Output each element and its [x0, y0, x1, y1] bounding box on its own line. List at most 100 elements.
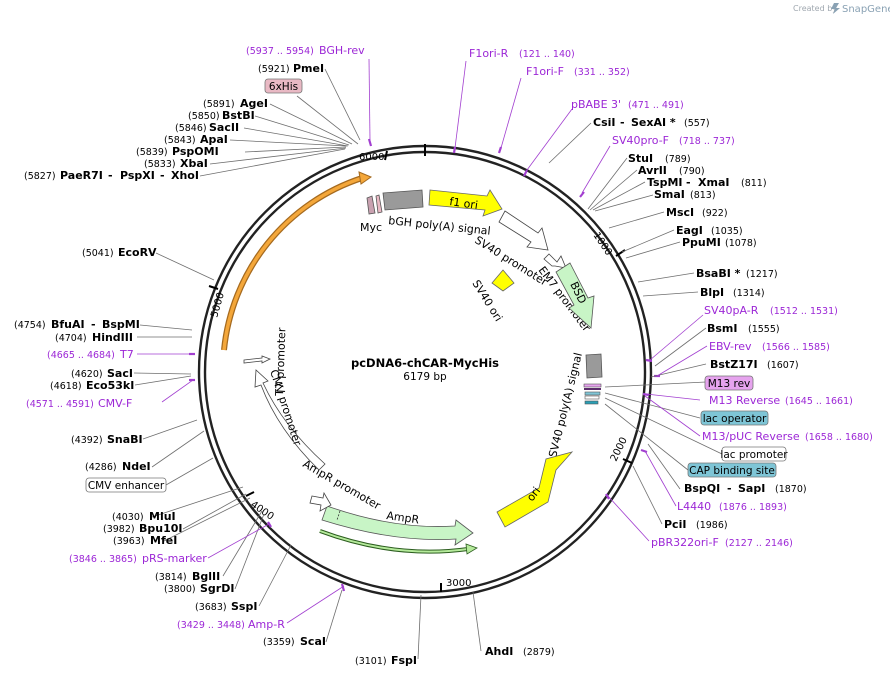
- leader-pbabe3: [526, 108, 573, 171]
- site-mfei-name: MfeI: [150, 534, 177, 547]
- site-bstz17i-name: BstZ17I: [710, 358, 758, 371]
- primer-mark-bgh-rev: [367, 138, 373, 147]
- leader-eagi: [621, 229, 675, 253]
- primer-sv40pa-r-name: SV40pA-R: [704, 304, 759, 317]
- badge-lac-operator: lac operator: [700, 410, 769, 426]
- site-bfuai-name: BfuAI: [51, 318, 85, 331]
- leader-bspqi: [647, 443, 681, 490]
- site-ahdi-pos: (2879): [523, 647, 555, 658]
- badge-6xhis-box: [264, 78, 303, 94]
- site-sapi-name: SapI: [738, 482, 765, 495]
- leader-ahdi: [472, 591, 482, 652]
- leader-xbai: [209, 147, 347, 165]
- site-bsabi-pos: (1217): [746, 269, 778, 280]
- leader-l4440: [644, 450, 677, 507]
- leader-pspomi: [244, 146, 347, 153]
- site-pcii-pos: (1986): [696, 520, 728, 531]
- primer-f1ori-f-pos: (331 .. 352): [574, 67, 630, 78]
- site-bglii-pos: (3814): [155, 572, 187, 583]
- site-mfei-pos: (3963): [113, 536, 145, 547]
- t7-promoter-feature: [243, 355, 271, 364]
- site-eagi-pos: (1035): [711, 226, 743, 237]
- leader-ndei: [151, 430, 205, 468]
- site-xbai-pos: (5833): [144, 159, 176, 170]
- leader-avrii: [589, 169, 638, 211]
- site-paer7i-pos: (5827): [24, 171, 56, 182]
- primer-sv40pa-r-pos: (1512 .. 1531): [770, 306, 838, 317]
- site-pspomi-name: PspOMI: [172, 145, 219, 158]
- badge-cap-binding-site: CAP binding site: [687, 462, 777, 478]
- leader-agei: [269, 103, 353, 145]
- site-pmei-name: PmeI: [293, 62, 324, 75]
- snapgene-logo-icon: [831, 3, 840, 14]
- site-avrii-pos: (790): [679, 166, 705, 177]
- site-ndei-name: NdeI: [122, 460, 151, 473]
- site-xmai-name: XmaI: [698, 176, 729, 189]
- badge-m13-rev-text: M13 rev: [708, 378, 751, 390]
- leader-pbr322ori-f: [607, 495, 650, 542]
- bgh-polya-label: bGH poly(A) signal: [388, 214, 491, 238]
- leader-blpi: [642, 291, 699, 297]
- primer-pbabe3-name: pBABE 3': [571, 98, 621, 111]
- site-ppumi-pos: (1078): [725, 238, 757, 249]
- leader-apai: [229, 139, 348, 147]
- tick-5000: [208, 285, 219, 290]
- leader-ecorv: [155, 252, 215, 281]
- site-bglii-name: BglII: [192, 570, 220, 583]
- site-scai-name: ScaI: [300, 635, 326, 648]
- site-pmei-pos: (5921): [258, 64, 290, 75]
- ori-feature: [496, 451, 574, 528]
- site-snabi-pos: (4392): [71, 435, 103, 446]
- leader-csii: [548, 122, 592, 164]
- primer-t7-name: T7: [119, 348, 134, 361]
- leader-6xhis: [296, 95, 359, 145]
- leader-sacii: [243, 127, 349, 147]
- site-ecorv-name: EcoRV: [118, 246, 157, 259]
- leader-lac-operator: [604, 392, 701, 419]
- ampr-feature: [321, 505, 474, 546]
- badge-cap-binding-site-box: [687, 462, 777, 478]
- site-sapi-dash: -: [727, 482, 732, 495]
- site-bstbi-pos: (5850): [188, 111, 220, 122]
- ampr-green-arc-arrowhead: [465, 543, 478, 555]
- primer-t7-pos: (4665 .. 4684): [47, 350, 115, 361]
- site-apai-name: ApaI: [200, 133, 228, 146]
- em7-promoter-feature: [543, 253, 567, 269]
- site-xmai-dash: -: [686, 176, 691, 189]
- badge-lac-promoter-box: [721, 446, 787, 462]
- site-agei-name: AgeI: [240, 97, 268, 110]
- site-csii-name: CsiI: [593, 116, 615, 129]
- primer-pbr322ori-f-name: pBR322ori-F: [651, 536, 719, 549]
- site-scai-pos: (3359): [263, 637, 295, 648]
- tick-2000: [622, 458, 633, 464]
- site-bspqi-name: BspQI: [684, 482, 720, 495]
- bgh-polya-feature: [382, 189, 424, 211]
- site-hindiii-name: HindIII: [92, 331, 133, 344]
- primer-prs-marker-name: pRS-marker: [142, 552, 207, 565]
- leader-prs-marker: [207, 523, 270, 559]
- primer-f1ori-r-pos: (121 .. 140): [519, 49, 575, 60]
- primer-mark-f1ori-r: [452, 146, 457, 154]
- ampr-promoter-feature: [309, 491, 332, 512]
- ampr-dotted-marker: [336, 510, 341, 521]
- site-ahdi-name: AhdI: [485, 645, 513, 658]
- primer-cmv-f-pos: (4571 .. 4591): [26, 399, 94, 410]
- site-eco53ki-pos: (4618): [50, 381, 82, 392]
- leader-bglii: [222, 510, 263, 577]
- leader-bstz17i: [650, 363, 707, 378]
- site-stui-name: StuI: [628, 152, 653, 165]
- ampr-label: AmpR: [386, 509, 421, 526]
- site-ecorv-pos: (5041): [82, 248, 114, 259]
- leader-xhoi: [199, 148, 346, 177]
- f1-ori-label: f1 ori: [449, 195, 479, 212]
- m13-pair-feature: [584, 388, 601, 390]
- primer-labels: (5937 .. 5954) BGH-rev F1ori-R (121 .. 1…: [26, 44, 873, 631]
- site-bpu10i-name: Bpu10I: [139, 522, 183, 535]
- site-apai-pos: (5843): [164, 135, 196, 146]
- badge-lac-promoter: lac promoter: [720, 446, 788, 462]
- primer-mark-f1ori-f: [497, 146, 503, 154]
- site-bstz17i-pos: (1607): [767, 360, 799, 371]
- badge-lac-promoter-text: lac promoter: [720, 449, 788, 461]
- site-sacii-name: SacII: [209, 121, 239, 134]
